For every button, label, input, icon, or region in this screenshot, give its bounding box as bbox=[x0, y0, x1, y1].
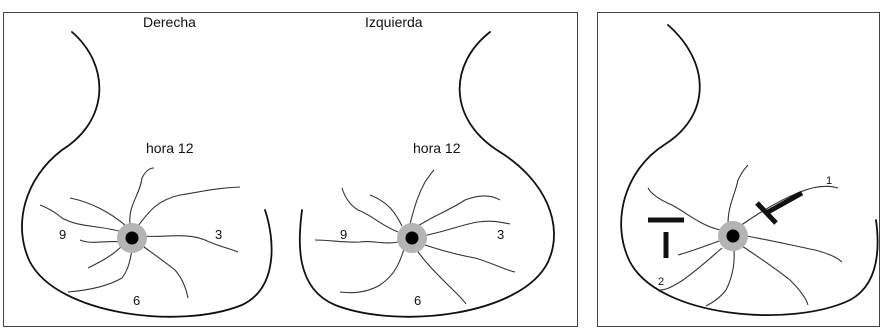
right-breast-nipple bbox=[117, 223, 147, 253]
probe-marker-label-2: 2 bbox=[658, 276, 664, 288]
left-breast-position-9: 9 bbox=[340, 227, 347, 242]
right-breast-hour-label: hora 12 bbox=[146, 140, 193, 156]
probe-marker-label-1: 1 bbox=[826, 175, 832, 187]
left-breast-position-3: 3 bbox=[497, 227, 504, 242]
marked-breast-nipple bbox=[718, 221, 748, 251]
left-breast-outline bbox=[300, 32, 554, 317]
right-breast-title: Derecha bbox=[143, 14, 196, 30]
marked-breast-outline bbox=[621, 25, 877, 315]
left-breast-position-6: 6 bbox=[414, 293, 421, 308]
probe-marker-diagonal-long bbox=[768, 193, 802, 212]
right-breast-position-9: 9 bbox=[59, 227, 66, 242]
right-breast-position-6: 6 bbox=[133, 293, 140, 308]
left-breast-nipple bbox=[397, 223, 427, 253]
left-breast-title: Izquierda bbox=[365, 14, 423, 30]
right-breast-outline bbox=[22, 32, 272, 317]
left-breast-hour-label: hora 12 bbox=[413, 140, 460, 156]
right-breast-position-3: 3 bbox=[215, 227, 222, 242]
